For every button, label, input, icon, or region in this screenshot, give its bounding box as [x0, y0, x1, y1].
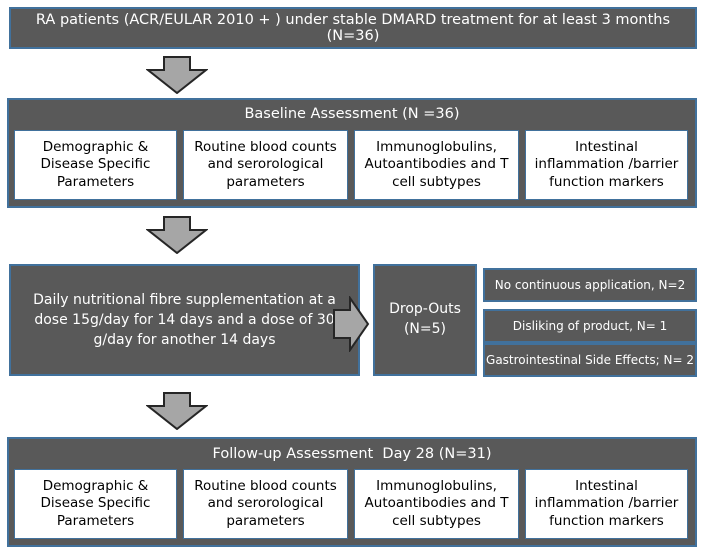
- baseline-title: Baseline Assessment (N =36): [244, 106, 460, 122]
- dropout-reason-item: Disliking of product, N= 1: [483, 309, 697, 343]
- followup-title: Follow-up Assessment Day 28 (N=31): [212, 446, 492, 462]
- right-arrow-icon: [333, 296, 370, 352]
- intervention-box: Daily nutritional fibre supplementation …: [9, 264, 360, 376]
- dropouts-box: Drop-Outs (N=5): [373, 264, 477, 376]
- dropout-reason-item: No continuous application, N=2: [483, 268, 697, 302]
- followup-param-immuno: Immunoglobulins, Autoantibodies and T ce…: [354, 469, 519, 539]
- intervention-text: Daily nutritional fibre supplementation …: [33, 291, 336, 349]
- down-arrow-icon: [146, 392, 208, 430]
- dropouts-title: Drop-Outs (N=5): [389, 301, 461, 337]
- followup-param-demographic: Demographic & Disease Specific Parameter…: [14, 469, 177, 539]
- down-arrow-icon: [146, 56, 208, 94]
- dropout-reason-item: Gastrointestinal Side Effects; N= 2: [483, 343, 697, 377]
- baseline-param-immuno: Immunoglobulins, Autoantibodies and T ce…: [354, 130, 519, 200]
- baseline-param-blood: Routine blood counts and serorological p…: [183, 130, 348, 200]
- followup-param-intestinal: Intestinal inflammation /barrier functio…: [525, 469, 688, 539]
- eligibility-text: RA patients (ACR/EULAR 2010 + ) under st…: [35, 12, 671, 44]
- eligibility-box: RA patients (ACR/EULAR 2010 + ) under st…: [9, 7, 697, 49]
- followup-param-blood: Routine blood counts and serorological p…: [183, 469, 348, 539]
- baseline-param-demographic: Demographic & Disease Specific Parameter…: [14, 130, 177, 200]
- down-arrow-icon: [146, 216, 208, 254]
- baseline-param-intestinal: Intestinal inflammation /barrier functio…: [525, 130, 688, 200]
